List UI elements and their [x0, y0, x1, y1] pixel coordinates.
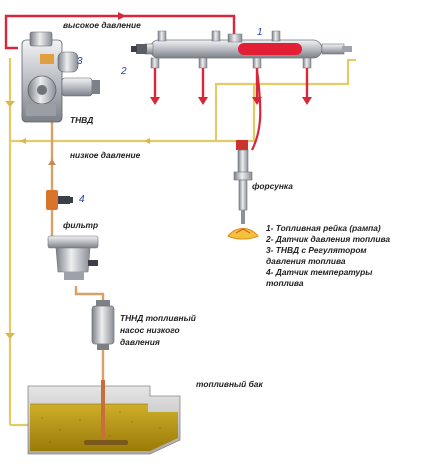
- legend-item: 3- ТНВД с Регулятором: [266, 245, 367, 255]
- injector-label: форсунка: [252, 181, 293, 191]
- injector: [227, 69, 262, 240]
- legend-item: 4- Датчик температуры: [266, 267, 373, 277]
- filter-label: фильтр: [63, 220, 99, 230]
- high-pressure-label: высокое давление: [63, 20, 141, 30]
- low-pressure-label: низкое давление: [70, 150, 141, 160]
- fuel-filter: [47, 235, 99, 280]
- high-pressure-line: [4, 14, 236, 50]
- legend: 1- Топливная рейка (рампа) 2- Датчик дав…: [266, 223, 434, 289]
- fuel-tank: [27, 380, 181, 455]
- high-pressure-arrow: [118, 12, 126, 20]
- return-arrows: [5, 101, 150, 339]
- legend-item: топлива: [266, 278, 304, 288]
- temperature-sensor: [46, 190, 73, 210]
- legend-item: давления топлива: [266, 256, 346, 266]
- tank-label: топливный бак: [196, 379, 263, 389]
- legend-item: 2- Датчик давления топлива: [266, 234, 391, 244]
- marker-1: 1: [257, 27, 263, 38]
- hp-pump: [21, 31, 100, 123]
- fuel-rail: [144, 30, 352, 69]
- lp-pump-label-line3: давления: [120, 337, 160, 347]
- lp-pump: [91, 300, 115, 350]
- tnvd-label: ТНВД: [70, 115, 94, 125]
- legend-item: 1- Топливная рейка (рампа): [266, 223, 381, 233]
- rail-outlet-arrows: [150, 68, 312, 105]
- marker-4: 4: [79, 194, 85, 205]
- lp-pump-label-line2: насос низкого: [120, 325, 180, 335]
- lp-pump-label-line1: ТННД топливный: [120, 313, 196, 323]
- marker-2: 2: [121, 66, 127, 77]
- return-line: [8, 58, 356, 427]
- pressure-sensor: [131, 44, 147, 54]
- marker-3: 3: [77, 56, 83, 67]
